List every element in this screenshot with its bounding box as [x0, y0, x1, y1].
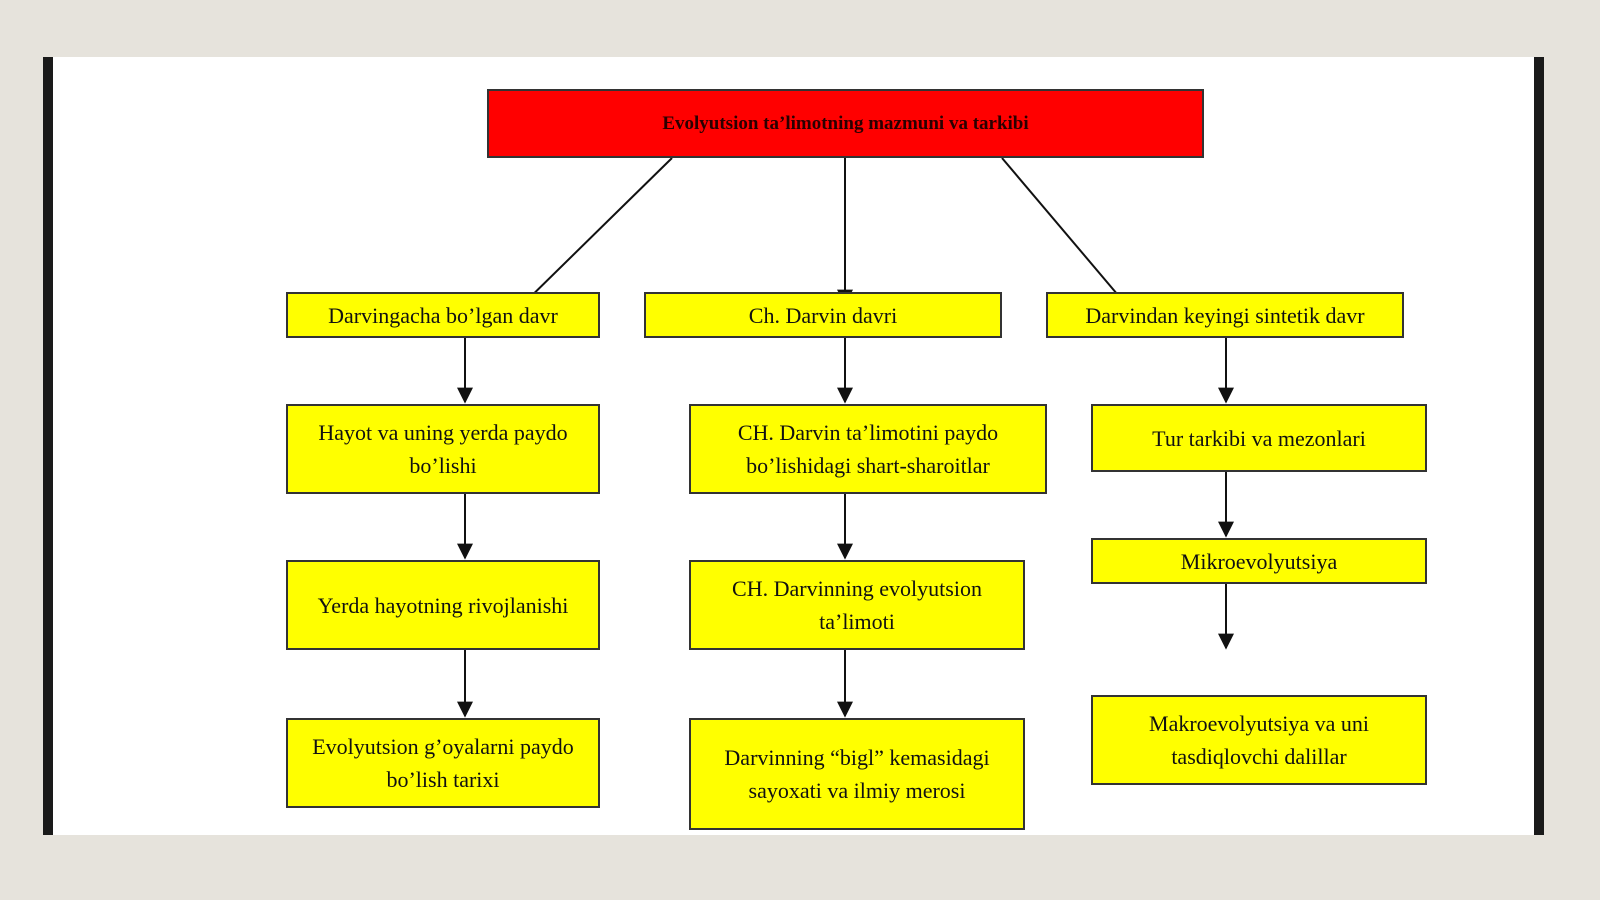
- node-col2-2: CH. Darvinning evolyutsion ta’limoti: [689, 560, 1025, 650]
- node-col3-3: Makroevolyutsiya va uni tasdiqlovchi dal…: [1091, 695, 1427, 785]
- node-col2-3: Darvinning “bigl” kemasidagi sayoxati va…: [689, 718, 1025, 830]
- root-node: Evolyutsion ta’limotning mazmuni va tark…: [487, 89, 1204, 158]
- node-col2-head: Ch. Darvin davri: [644, 292, 1002, 338]
- node-col3-1: Tur tarkibi va mezonlari: [1091, 404, 1427, 472]
- node-col1-head: Darvingacha bo’lgan davr: [286, 292, 600, 338]
- node-col3-2: Mikroevolyutsiya: [1091, 538, 1427, 584]
- node-col1-1: Hayot va uning yerda paydo bo’lishi: [286, 404, 600, 494]
- node-col3-head: Darvindan keyingi sintetik davr: [1046, 292, 1404, 338]
- node-col1-3: Evolyutsion g’oyalarni paydo bo’lish tar…: [286, 718, 600, 808]
- node-col1-2: Yerda hayotning rivojlanishi: [286, 560, 600, 650]
- node-col2-1: CH. Darvin ta’limotini paydo bo’lishidag…: [689, 404, 1047, 494]
